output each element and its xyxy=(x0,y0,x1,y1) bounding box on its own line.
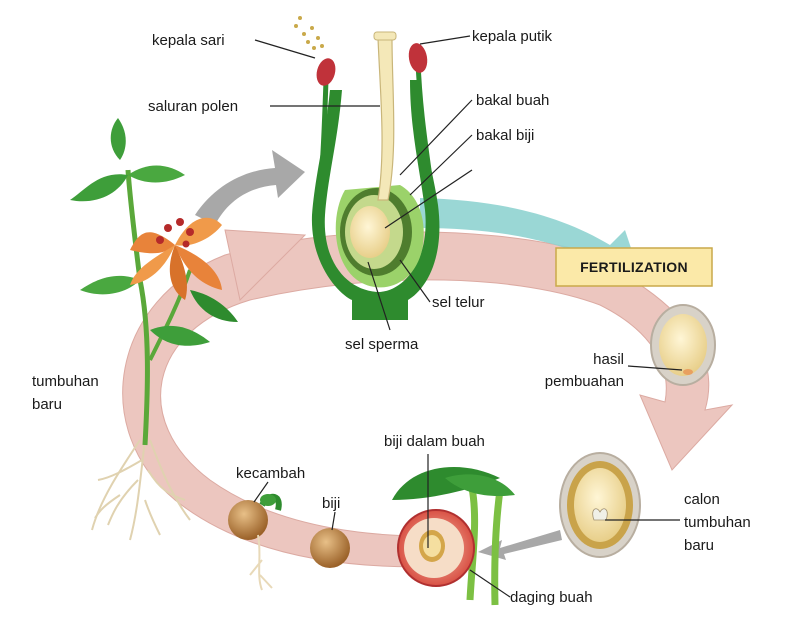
fruit xyxy=(392,466,515,606)
label-embryo-line3: baru xyxy=(684,537,714,554)
egg-cell xyxy=(350,206,390,258)
style xyxy=(377,37,395,201)
cycle-arrowhead-top xyxy=(224,229,307,302)
label-egg-cell: sel telur xyxy=(432,294,485,311)
pollen-grains xyxy=(294,16,324,50)
cycle-arrow-body xyxy=(122,231,734,568)
teal-arrow xyxy=(420,198,640,280)
label-new-plant-line1: tumbuhan xyxy=(32,373,99,390)
label-anther: kepala sari xyxy=(152,32,225,49)
fertilization-label: FERTILIZATION xyxy=(580,259,688,275)
embryo-seed xyxy=(559,452,641,558)
zygote xyxy=(650,304,716,386)
label-new-plant-line2: baru xyxy=(32,396,62,413)
stigma-top xyxy=(373,31,397,41)
stamen-left-filament xyxy=(315,79,329,211)
roots xyxy=(91,439,191,541)
label-fruit-flesh: daging buah xyxy=(510,589,593,606)
label-sprout: kecambah xyxy=(236,465,305,482)
label-embryo-line2: tumbuhan xyxy=(684,514,751,531)
label-seed: biji xyxy=(322,495,340,512)
label-ovule: bakal biji xyxy=(476,127,534,144)
fertilization-badge: FERTILIZATION xyxy=(555,247,713,287)
label-zygote-line1: hasil xyxy=(593,351,624,368)
label-embryo-line1: calon xyxy=(684,491,720,508)
seed-shape xyxy=(310,528,350,568)
leader-lines xyxy=(253,35,683,598)
gray-arrow xyxy=(195,150,305,225)
sprout xyxy=(228,493,282,591)
label-sperm-cell: sel sperma xyxy=(345,336,419,353)
label-stigma: kepala putik xyxy=(472,28,553,45)
gray-arrow-small xyxy=(478,530,562,560)
new-plant xyxy=(70,118,238,541)
flower xyxy=(130,217,222,300)
anther-right xyxy=(408,43,428,73)
cycle-arrow xyxy=(122,229,734,568)
label-ovary: bakal buah xyxy=(476,92,549,109)
label-seed-in-fruit: biji dalam buah xyxy=(384,433,485,450)
anther-left xyxy=(316,58,336,86)
label-pollen-tube: saluran polen xyxy=(148,98,238,115)
label-zygote-line2: pembuahan xyxy=(545,373,624,390)
